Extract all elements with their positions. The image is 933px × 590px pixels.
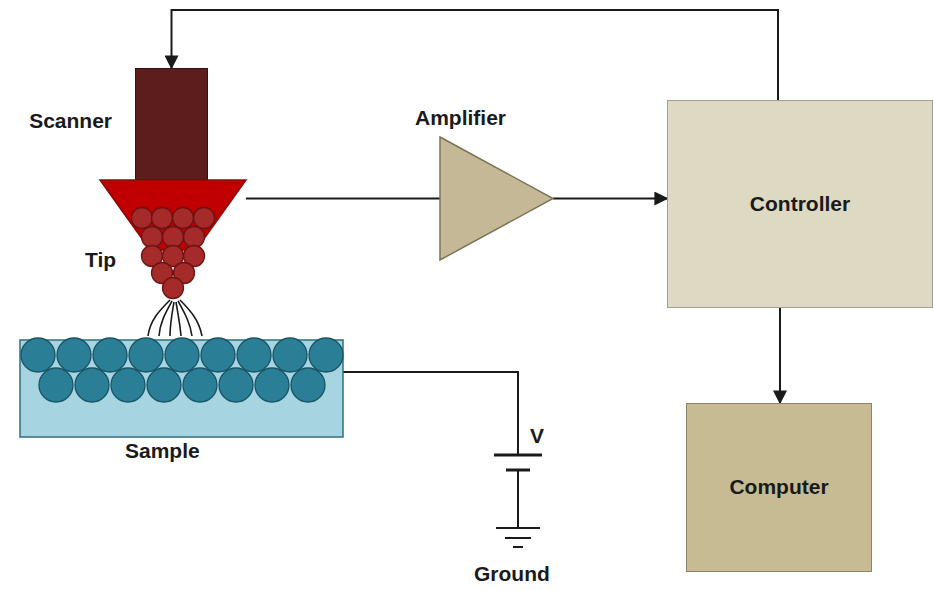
tip-atom bbox=[163, 278, 184, 299]
sample-atom bbox=[201, 338, 235, 372]
sample-atom bbox=[291, 368, 325, 402]
tip-atom bbox=[142, 227, 163, 248]
sample-atom bbox=[165, 338, 199, 372]
sample-atom bbox=[273, 338, 307, 372]
amplifier: Amplifier bbox=[440, 137, 553, 260]
sample-atom bbox=[309, 338, 343, 372]
tip-outline bbox=[100, 180, 246, 300]
node-label: Amplifier bbox=[415, 106, 506, 130]
sample-atom bbox=[183, 368, 217, 402]
bias-circuit bbox=[343, 372, 542, 547]
ground-label: Ground bbox=[474, 562, 550, 586]
tip-atom bbox=[184, 227, 205, 248]
sample-atom bbox=[129, 338, 163, 372]
voltage-label: V bbox=[530, 424, 544, 448]
ground-symbol bbox=[496, 527, 540, 529]
tip-atom bbox=[163, 227, 184, 248]
signal-connector bbox=[246, 198, 440, 200]
tunneling-field-lines bbox=[148, 300, 202, 336]
node-label: Scanner bbox=[29, 109, 112, 133]
sample-atom bbox=[21, 338, 55, 372]
tip-atom bbox=[132, 208, 153, 229]
sample-atom bbox=[255, 368, 289, 402]
ground-wire bbox=[517, 470, 519, 528]
tip-body bbox=[100, 180, 246, 250]
computer-box: Computer bbox=[686, 403, 872, 572]
sample-atom bbox=[39, 368, 73, 402]
sample-atom bbox=[237, 338, 271, 372]
node-label: Tip bbox=[85, 248, 116, 272]
tip-atom bbox=[173, 208, 194, 229]
node-label: Controller bbox=[668, 101, 932, 307]
ground-symbol bbox=[513, 546, 523, 548]
sample-atom bbox=[219, 368, 253, 402]
sample-atom bbox=[111, 368, 145, 402]
amplifier-triangle bbox=[440, 137, 553, 260]
battery-plate-long bbox=[494, 454, 542, 457]
signal-connector bbox=[779, 308, 781, 403]
sample: Sample bbox=[20, 340, 343, 437]
sample-atom bbox=[57, 338, 91, 372]
signal-connector bbox=[172, 10, 779, 100]
signal-connector bbox=[553, 198, 667, 200]
tip-atom bbox=[152, 208, 173, 229]
amplifier-outline bbox=[440, 137, 553, 260]
sample-atom bbox=[93, 338, 127, 372]
node-label: Computer bbox=[687, 404, 871, 571]
scanner-block: Scanner bbox=[135, 68, 208, 180]
bias-wire bbox=[343, 372, 518, 455]
sample-atom bbox=[147, 368, 181, 402]
tip: Tip bbox=[100, 180, 246, 300]
sample-outline bbox=[20, 340, 343, 437]
tip-atom bbox=[194, 208, 215, 229]
node-label: Sample bbox=[125, 439, 200, 463]
ground-symbol bbox=[505, 537, 531, 539]
controller-box: Controller bbox=[667, 100, 933, 308]
sample-atom bbox=[75, 368, 109, 402]
